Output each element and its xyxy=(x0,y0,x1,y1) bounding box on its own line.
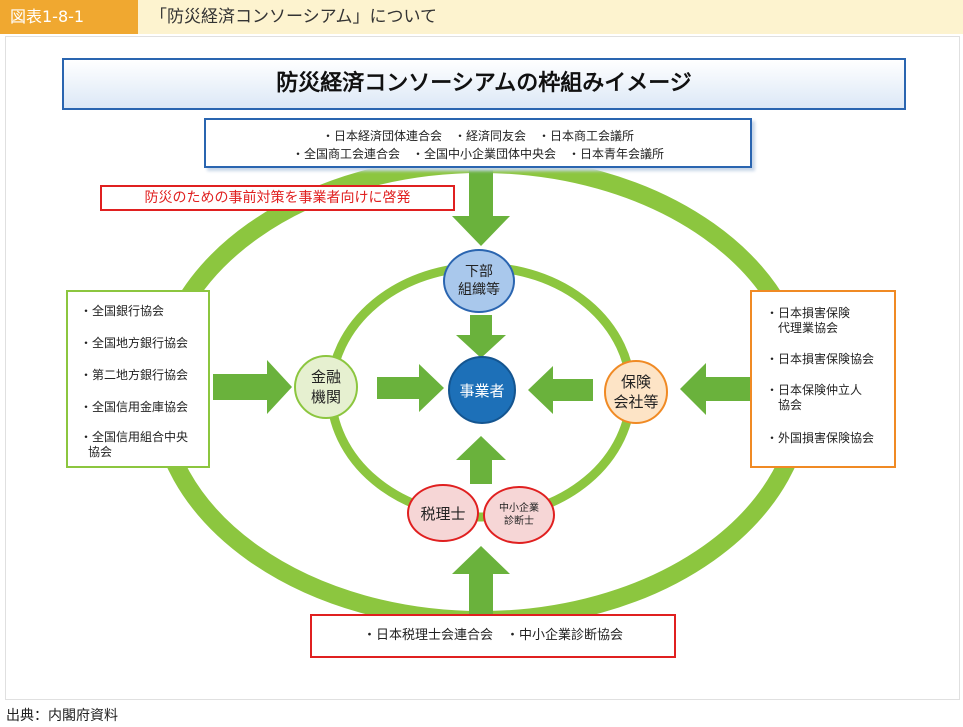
sub-org-text-2: 組織等 xyxy=(458,282,500,298)
list-item: ・全国地方銀行協会 xyxy=(80,336,189,350)
top-organizations-box: ・日本経済団体連合会 ・経済同友会 ・日本商工会議所 ・全国商工会連合会 ・全国… xyxy=(204,118,752,168)
list-item: 協会 xyxy=(88,445,113,459)
arrow-sub-down xyxy=(456,315,506,358)
list-item: ・日本損害保険 xyxy=(766,306,851,320)
list-item: ・日本保険仲立人 xyxy=(766,383,863,397)
list-item: ・日本損害保険協会 xyxy=(766,352,875,366)
insurance-text-2: 会社等 xyxy=(613,393,659,411)
arrow-bottom-box-up xyxy=(452,546,510,614)
arrow-finance xyxy=(377,364,444,412)
insurance-company-circle: 保険会社等 xyxy=(604,360,668,424)
sme-text-2: 診断士 xyxy=(504,516,534,527)
list-item: 協会 xyxy=(778,398,803,412)
insurance-text-1: 保険 xyxy=(620,373,651,391)
awareness-label: 防災のための事前対策を事業者向けに啓発 xyxy=(100,185,455,211)
arrow-left-box xyxy=(213,360,292,414)
main-title: 防災経済コンソーシアムの枠組みイメージ xyxy=(62,58,906,110)
list-item: ・全国銀行協会 xyxy=(80,304,165,318)
figure-label: 図表1-8-1 xyxy=(0,0,138,34)
list-item: ・第二地方銀行協会 xyxy=(80,368,189,382)
tax-accountant-circle: 税理士 xyxy=(407,484,479,542)
arrow-bottom-up xyxy=(456,436,506,484)
finance-organizations-box: ・全国銀行協会 ・全国地方銀行協会 ・第二地方銀行協会 ・全国信用金庫協会 ・全… xyxy=(66,290,210,468)
sub-org-text-1: 下部 xyxy=(465,264,493,280)
financial-institution-circle: 金融機関 xyxy=(294,355,358,419)
insurance-organizations-box: ・日本損害保険 代理業協会 ・日本損害保険協会 ・日本保険仲立人 協会 ・外国損… xyxy=(750,290,896,468)
list-item: 代理業協会 xyxy=(778,321,839,335)
top-box-line-2: ・全国商工会連合会 ・全国中小企業団体中央会 ・日本青年会議所 xyxy=(291,147,664,161)
finance-text-2: 機関 xyxy=(310,388,341,406)
business-operator-circle: 事業者 xyxy=(448,356,516,424)
list-item: ・全国信用組合中央 xyxy=(80,430,189,444)
arrow-right-box xyxy=(680,363,750,415)
finance-text-1: 金融 xyxy=(310,368,341,386)
source-note: 出典：内閣府資料 xyxy=(6,708,118,724)
arrow-insurance xyxy=(528,366,593,414)
sub-organization-circle: 下部組織等 xyxy=(443,249,515,313)
sme-text-1: 中小企業 xyxy=(499,503,539,514)
header-bar xyxy=(0,0,963,34)
list-item: ・外国損害保険協会 xyxy=(766,431,875,445)
arrow-top-down xyxy=(452,170,510,246)
sme-consultant-circle: 中小企業診断士 xyxy=(483,486,555,544)
top-box-line-1: ・日本経済団体連合会 ・経済同友会 ・日本商工会議所 xyxy=(321,129,634,143)
list-item: ・全国信用金庫協会 xyxy=(80,400,189,414)
tax-sme-organizations-box: ・日本税理士会連合会 ・中小企業診断協会 xyxy=(310,614,676,658)
figure-title: 「防災経済コンソーシアム」について xyxy=(150,7,437,27)
